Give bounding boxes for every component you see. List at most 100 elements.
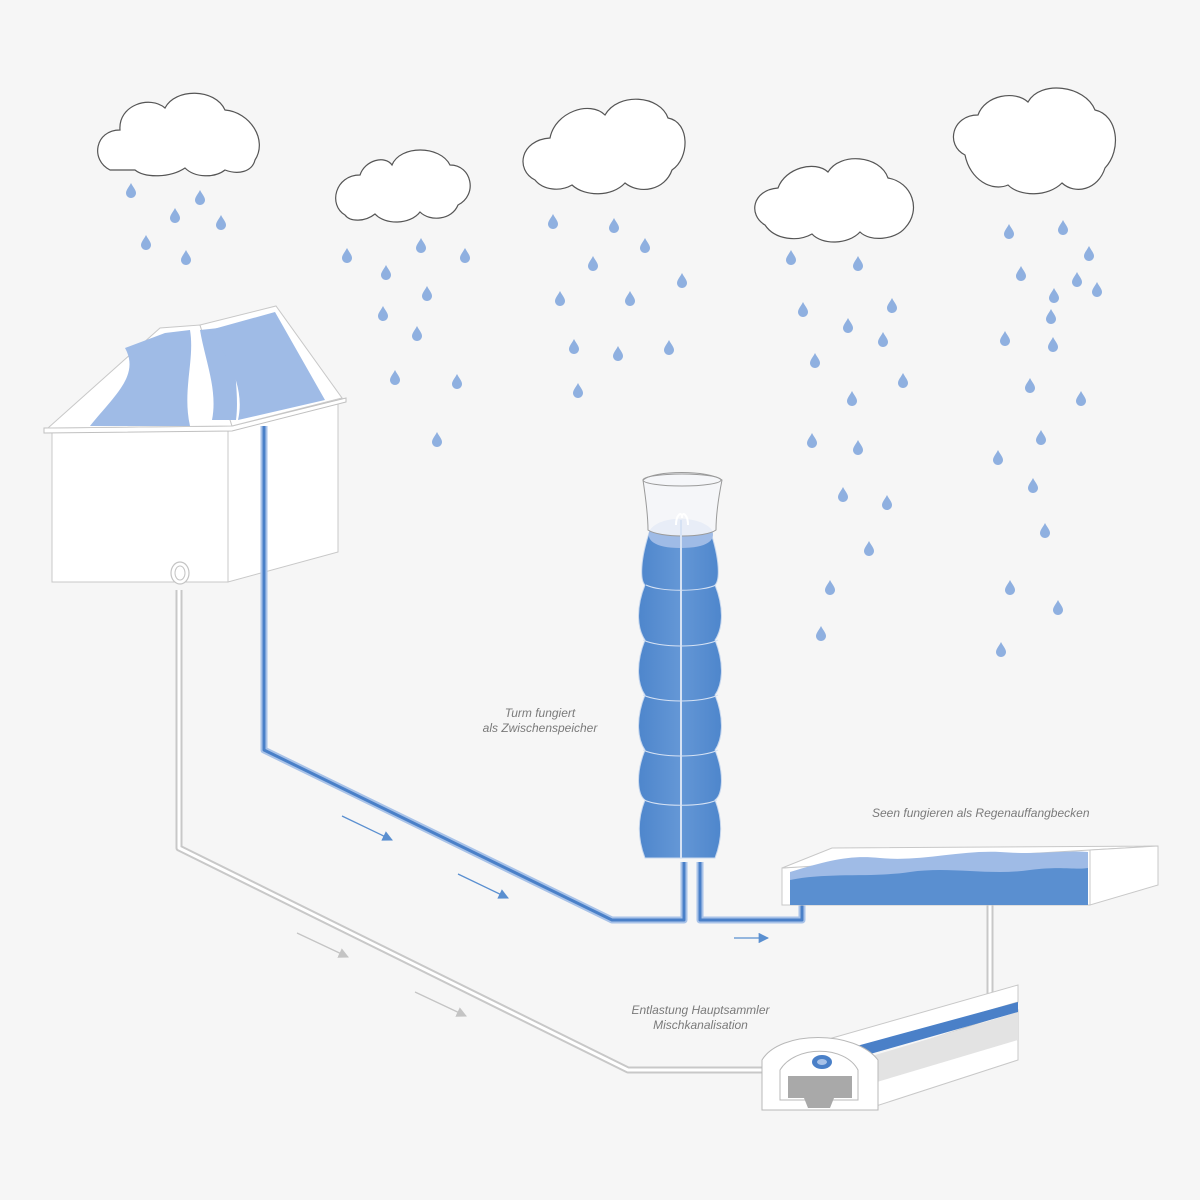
raindrop	[342, 248, 352, 263]
raindrop	[378, 306, 388, 321]
caption-lakes: Seen fungieren als Regenauffangbecken	[872, 806, 1090, 820]
caption-tower: Turm fungiert als Zwischenspeicher	[475, 706, 605, 736]
raindrop	[882, 495, 892, 510]
raindrop	[195, 190, 205, 205]
raindrop	[1000, 331, 1010, 346]
raindrop	[864, 541, 874, 556]
raindrop	[588, 256, 598, 271]
main-sewer	[761, 984, 1019, 1111]
raindrop	[1040, 523, 1050, 538]
raindrop	[141, 235, 151, 250]
raindrop	[1036, 430, 1046, 445]
raindrop	[170, 208, 180, 223]
caption-sewer-line-1: Entlastung Hauptsammler	[631, 1003, 770, 1017]
raindrop	[381, 265, 391, 280]
house-wall-front	[51, 429, 229, 583]
raindrop	[1053, 600, 1063, 615]
flow-arrows	[296, 815, 770, 1017]
raindrop	[422, 286, 432, 301]
caption-tower-line-1: Turm fungiert	[504, 706, 576, 720]
raindrop	[1046, 309, 1056, 324]
lake-basin	[781, 845, 1159, 906]
raindrop	[573, 383, 583, 398]
clouds	[97, 87, 1117, 243]
caption-sewer: Entlastung Hauptsammler Mischkanalisatio…	[618, 1003, 783, 1033]
cloud-5	[953, 87, 1117, 195]
sewer-grey-flow	[788, 1076, 852, 1108]
downspout-outlet	[170, 561, 190, 585]
arrow-grey-1	[296, 932, 349, 958]
raindrop	[452, 374, 462, 389]
raindrop	[1092, 282, 1102, 297]
caption-tower-line-2: als Zwischenspeicher	[482, 721, 598, 735]
raindrop	[878, 332, 888, 347]
house-roof-water-side	[210, 312, 325, 420]
caption-sewer-line-2: Mischkanalisation	[653, 1018, 748, 1032]
raindrop	[1016, 266, 1026, 281]
raindrop	[548, 214, 558, 229]
cloud-2	[335, 149, 471, 223]
raindrop	[1072, 272, 1082, 287]
raindrop	[816, 626, 826, 641]
raindrop	[1058, 220, 1068, 235]
raindrop	[432, 432, 442, 447]
raindrop	[838, 487, 848, 502]
tower-rings	[642, 584, 719, 806]
raindrop	[853, 256, 863, 271]
raindrop	[887, 298, 897, 313]
raindrop	[1084, 246, 1094, 261]
arrow-grey-2	[414, 991, 467, 1017]
tower-glass-top	[642, 472, 723, 537]
raindrop	[569, 339, 579, 354]
arrow-blue-2	[457, 873, 509, 899]
house-wall-side	[227, 401, 339, 583]
raindrop	[798, 302, 808, 317]
raindrop	[898, 373, 908, 388]
arrow-blue-1	[341, 815, 393, 841]
raindrop	[1028, 478, 1038, 493]
storage-tower	[638, 472, 723, 859]
raindrop	[1076, 391, 1086, 406]
raindrop	[555, 291, 565, 306]
raindrop	[664, 340, 674, 355]
raindrop	[216, 215, 226, 230]
house	[43, 305, 347, 585]
raindrop	[1005, 580, 1015, 595]
raindrop	[993, 450, 1003, 465]
raindrop	[640, 238, 650, 253]
roof-drain-pipe	[260, 426, 688, 924]
raindrop	[181, 250, 191, 265]
grey-sewer-pipe	[175, 590, 762, 1074]
lake-basin-side	[1089, 845, 1159, 906]
raindrop	[613, 346, 623, 361]
raindrop	[996, 642, 1006, 657]
raindrop	[810, 353, 820, 368]
sewer-water-stripe	[842, 1002, 1018, 1062]
raindrop	[416, 238, 426, 253]
raindrop	[847, 391, 857, 406]
raindrop	[1025, 378, 1035, 393]
raindrop	[825, 580, 835, 595]
cloud-4	[754, 158, 915, 243]
raindrop	[807, 433, 817, 448]
sewer-inner-grey	[842, 1012, 1018, 1090]
raindrop	[677, 273, 687, 288]
raindrop	[390, 370, 400, 385]
lake-water-deep	[790, 868, 1088, 905]
raindrop	[412, 326, 422, 341]
raindrop	[1004, 224, 1014, 239]
raindrops	[126, 183, 1102, 657]
raindrop	[786, 250, 796, 265]
raindrop	[853, 440, 863, 455]
raindrop	[843, 318, 853, 333]
raindrop	[126, 183, 136, 198]
cloud-3	[522, 98, 686, 195]
tower-outflow-pipe	[696, 862, 806, 924]
cloud-1	[97, 92, 260, 177]
raindrop	[1049, 288, 1059, 303]
tower-fountain	[675, 513, 689, 526]
raindrop	[625, 291, 635, 306]
raindrop	[1048, 337, 1058, 352]
